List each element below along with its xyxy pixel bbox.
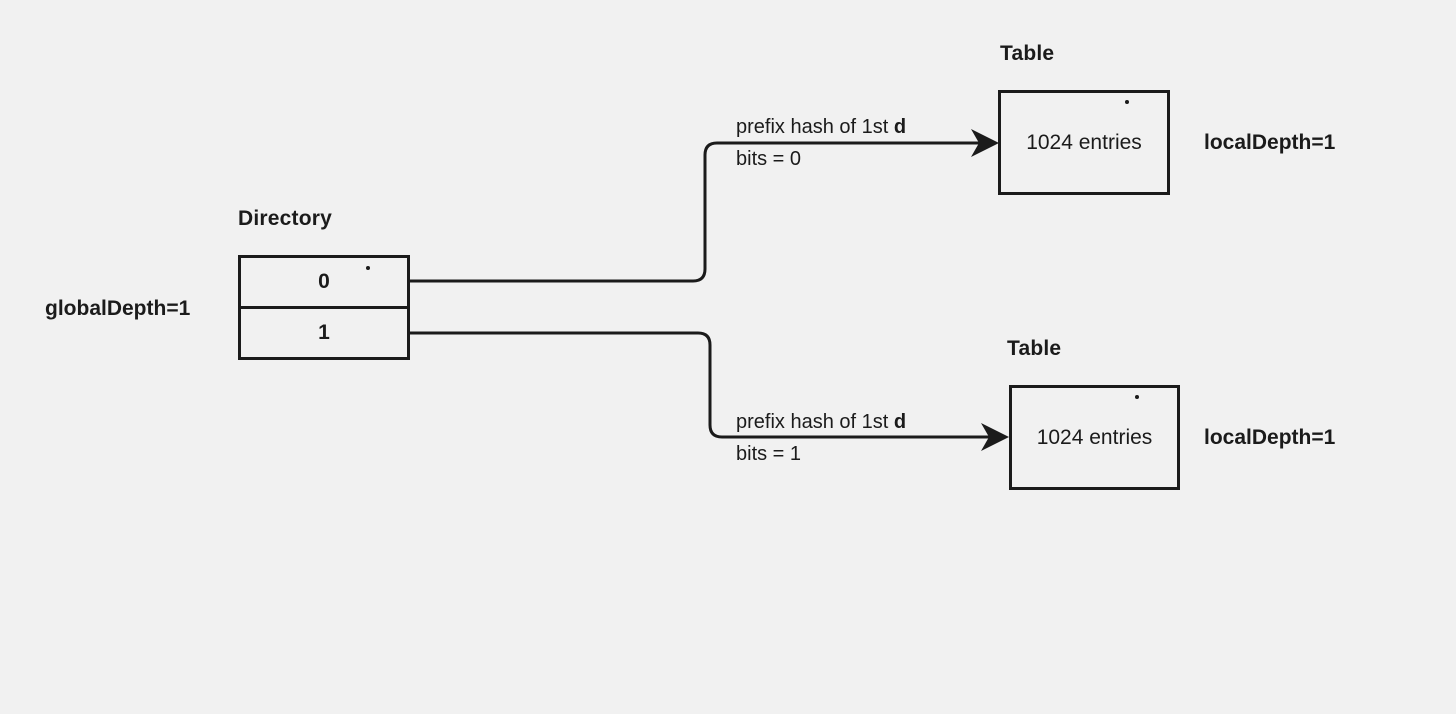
edge-1-label-bold: d [893, 411, 907, 433]
table-0-stray-dot [1125, 100, 1129, 104]
table-0-box: 1024 entries [998, 90, 1170, 195]
table-0-local-depth-label: localDepth=1 [1204, 131, 1336, 154]
global-depth-label: globalDepth=1 [45, 297, 191, 320]
directory-cell-0: 0 [318, 270, 330, 293]
edge-0-label-prefix: prefix hash of 1st [736, 116, 894, 138]
edge-1-label-line2: bits = 1 [736, 443, 802, 465]
table-0-title: Table [1000, 42, 1055, 65]
edge-1-wire [408, 331, 990, 439]
table-1-stray-dot [1135, 395, 1139, 399]
directory-stray-dot [366, 266, 370, 270]
table-0-entries: 1024 entries [1026, 130, 1142, 154]
edge-0-arrowhead-icon [971, 129, 999, 157]
edge-0-label: prefix hash of 1st d bits = 0 [736, 111, 906, 175]
directory-box: 0 1 [238, 255, 410, 360]
edge-1-arrowhead-icon [981, 423, 1009, 451]
edge-0-label-line1: prefix hash of 1st d [736, 111, 906, 143]
directory-title: Directory [238, 207, 333, 230]
table-1-title: Table [1007, 337, 1062, 360]
edge-1-label-line1: prefix hash of 1st d [736, 406, 906, 438]
table-1-box: 1024 entries [1009, 385, 1180, 490]
table-1-entries: 1024 entries [1036, 425, 1153, 449]
edge-1-label-prefix: prefix hash of 1st [736, 411, 894, 433]
edge-1-label: prefix hash of 1st d bits = 1 [736, 406, 906, 470]
edge-0-label-line2: bits = 0 [736, 148, 802, 170]
directory-cell-1: 1 [241, 306, 407, 357]
edge-0-wire [408, 141, 980, 283]
edge-0-label-bold: d [893, 116, 907, 138]
table-1-local-depth-label: localDepth=1 [1204, 426, 1336, 449]
